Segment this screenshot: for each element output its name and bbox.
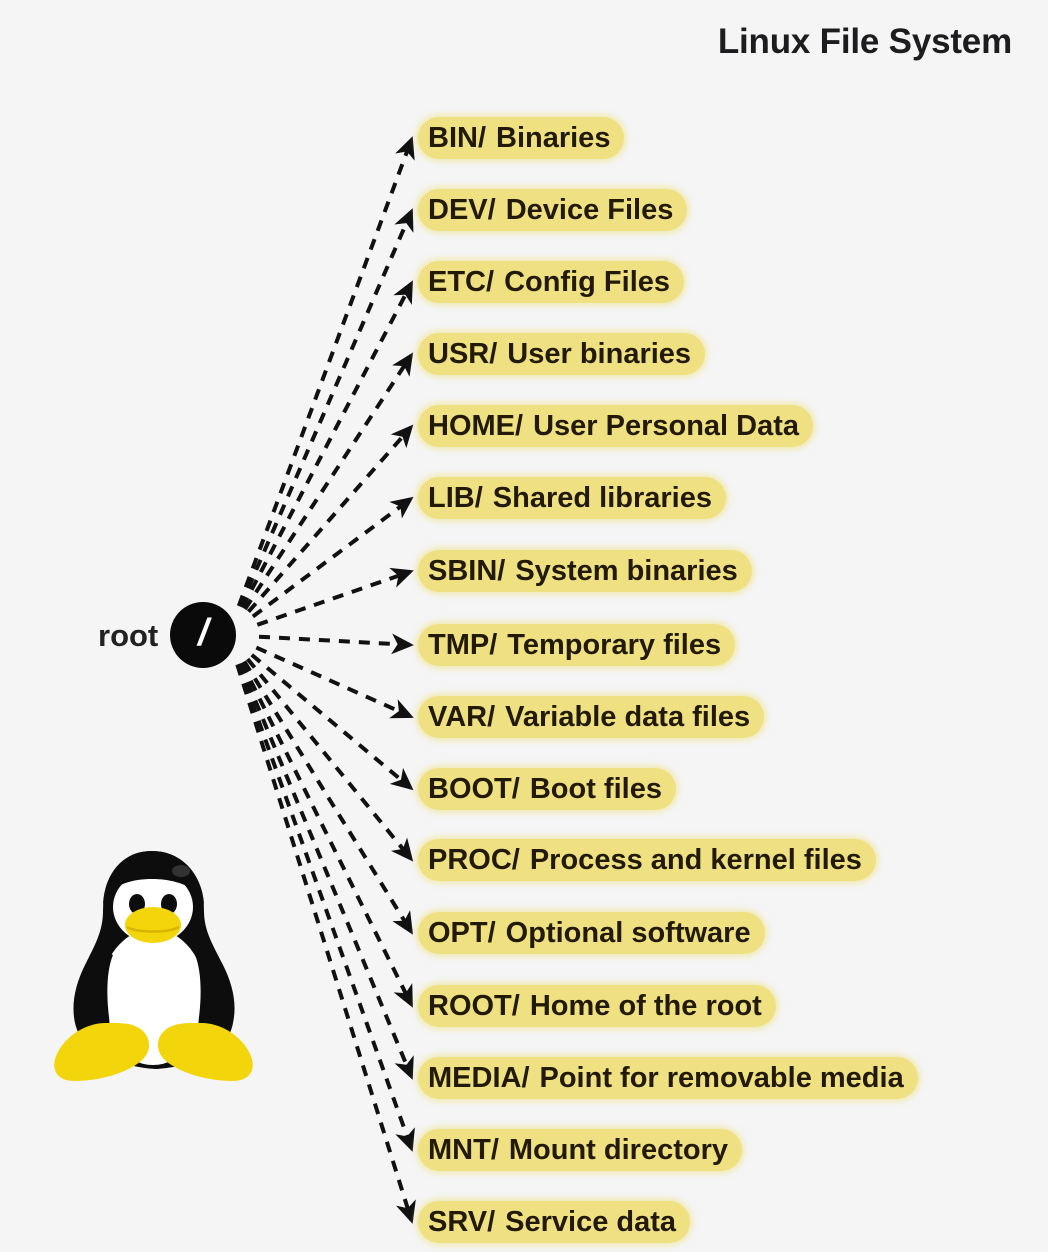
directory-description: Point for removable media	[539, 1061, 904, 1094]
root-node-label: root	[98, 617, 159, 653]
arrow-to-home	[246, 424, 414, 614]
arrow-to-bin	[236, 136, 415, 607]
directory-description: Service data	[505, 1205, 677, 1238]
arrow-to-tmp	[258, 633, 414, 655]
directory-name: BIN/	[428, 121, 486, 154]
arrow-to-opt	[242, 660, 414, 935]
arrow-to-lib	[251, 496, 414, 619]
directory-label-root[interactable]: ROOT/Home of the root	[418, 985, 776, 1027]
directory-name: OPT/	[428, 916, 496, 949]
directory-label-etc[interactable]: ETC/Config Files	[418, 261, 685, 303]
directory-label-home[interactable]: HOME/User Personal Data	[418, 405, 814, 447]
directory-description: Mount directory	[508, 1133, 728, 1166]
directory-name: VAR/	[428, 700, 496, 733]
arrow-to-boot	[250, 653, 414, 791]
directory-label-media[interactable]: MEDIA/Point for removable media	[418, 1057, 918, 1099]
arrow-to-dev	[238, 208, 414, 608]
directory-description: Optional software	[505, 916, 751, 949]
arrow-to-usr	[243, 352, 414, 611]
directory-name: PROC/	[428, 843, 520, 876]
arrow-to-root	[240, 661, 413, 1008]
directory-label-usr[interactable]: USR/User binaries	[418, 333, 706, 375]
directory-description: Variable data files	[505, 700, 751, 733]
directory-label-srv[interactable]: SRV/Service data	[418, 1201, 691, 1243]
arrow-to-sbin	[256, 567, 414, 627]
directory-name: MEDIA/	[428, 1061, 530, 1094]
directory-description: User binaries	[507, 337, 692, 370]
root-slash-symbol: /	[197, 612, 209, 654]
directory-label-sbin[interactable]: SBIN/System binaries	[418, 550, 752, 592]
arrow-to-var	[255, 645, 414, 719]
directory-name: DEV/	[428, 193, 496, 226]
directory-name: ROOT/	[428, 989, 520, 1022]
directory-label-boot[interactable]: BOOT/Boot files	[418, 768, 676, 810]
arrow-to-etc	[240, 280, 413, 609]
tux-penguin-icon	[54, 851, 253, 1081]
directory-description: Shared libraries	[492, 481, 712, 514]
directory-name: SBIN/	[428, 554, 506, 587]
directory-description: Home of the root	[529, 989, 762, 1022]
directory-name: BOOT/	[428, 772, 520, 805]
directory-name: USR/	[428, 337, 498, 370]
arrow-to-mnt	[236, 663, 415, 1152]
directory-name: MNT/	[428, 1133, 499, 1166]
directory-description: Device Files	[505, 193, 674, 226]
directory-description: System binaries	[515, 554, 738, 587]
directory-description: Boot files	[529, 772, 662, 805]
directory-description: Temporary files	[507, 628, 722, 661]
directory-label-proc[interactable]: PROC/Process and kernel files	[418, 839, 876, 881]
arrow-to-srv	[235, 664, 416, 1224]
arrow-to-proc	[246, 657, 414, 862]
arrow-to-media	[238, 662, 414, 1080]
directory-label-tmp[interactable]: TMP/Temporary files	[418, 624, 736, 666]
directory-description: User Personal Data	[533, 409, 800, 442]
directory-description: Process and kernel files	[529, 843, 862, 876]
directory-label-var[interactable]: VAR/Variable data files	[418, 696, 765, 738]
directory-name: ETC/	[428, 265, 495, 298]
page-title: Linux File System	[717, 22, 1012, 61]
directory-label-mnt[interactable]: MNT/Mount directory	[418, 1129, 742, 1171]
directory-label-opt[interactable]: OPT/Optional software	[418, 912, 765, 954]
directory-name: LIB/	[428, 481, 483, 514]
directory-name: HOME/	[428, 409, 524, 442]
directory-label-lib[interactable]: LIB/Shared libraries	[418, 477, 726, 519]
directory-description: Binaries	[496, 121, 611, 154]
directory-label-bin[interactable]: BIN/Binaries	[418, 117, 625, 159]
root-node-circle[interactable]: /	[170, 602, 237, 668]
directory-name: TMP/	[428, 628, 498, 661]
directory-label-dev[interactable]: DEV/Device Files	[418, 189, 688, 231]
root-node[interactable]: root /	[98, 601, 237, 669]
directory-name: SRV/	[428, 1205, 496, 1238]
directory-description: Config Files	[504, 265, 671, 298]
